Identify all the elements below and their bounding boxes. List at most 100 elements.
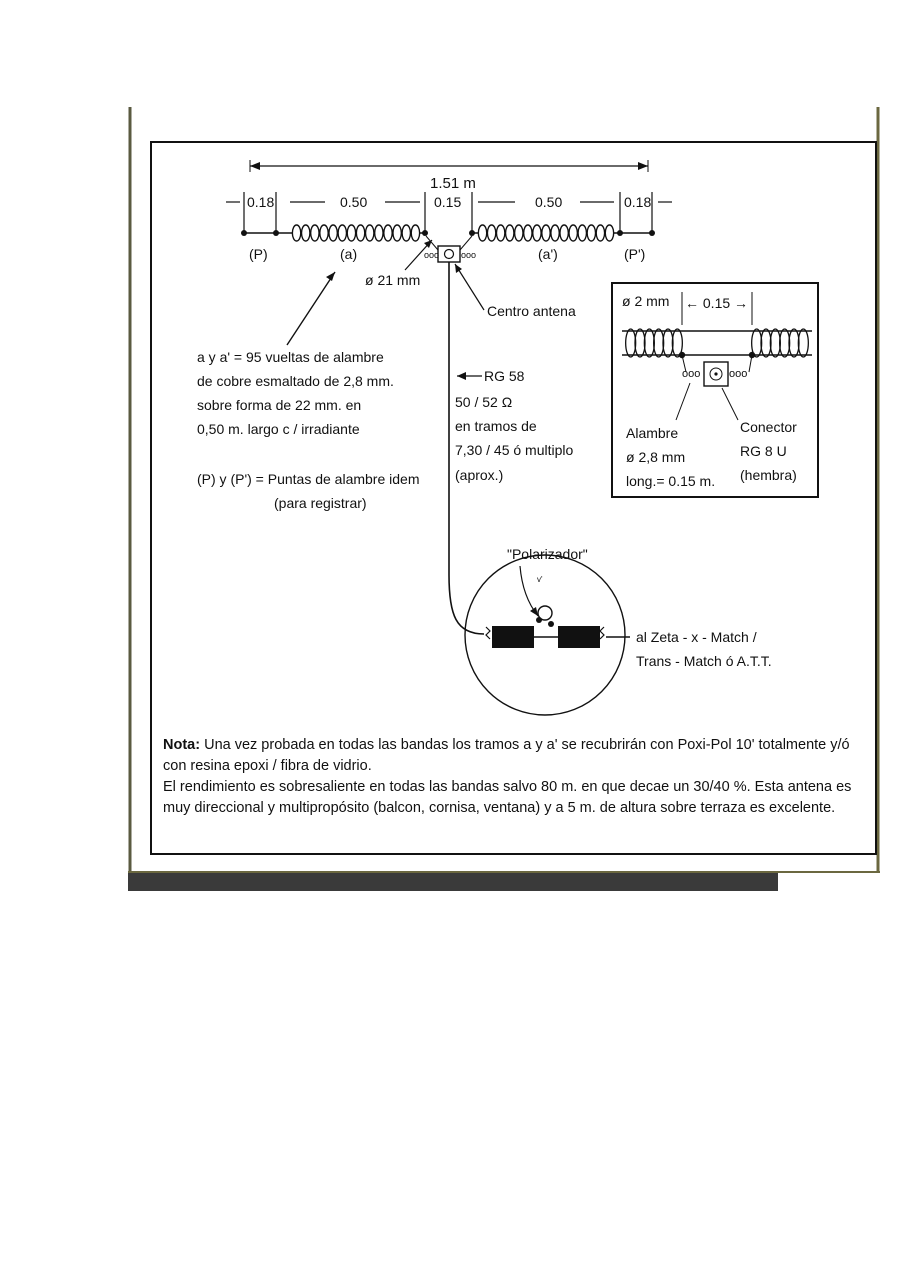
coil-turn bbox=[643, 328, 655, 358]
note-paragraph-1: Nota: Una vez probada en todas las banda… bbox=[163, 735, 868, 777]
desc-line-6: (para registrar) bbox=[274, 495, 367, 511]
coil-turn bbox=[300, 224, 311, 242]
coil-turn bbox=[541, 224, 551, 242]
inset-coil-left bbox=[625, 328, 683, 358]
label-diameter: ø 21 mm bbox=[365, 272, 420, 288]
desc-line-1: a y a' = 95 vueltas de alambre bbox=[197, 349, 384, 365]
coil-turn bbox=[625, 328, 637, 358]
coil-turn bbox=[291, 224, 302, 242]
polarizer-circle bbox=[464, 554, 626, 716]
coil-turn bbox=[769, 328, 781, 358]
coil-turn bbox=[532, 224, 542, 242]
inset-notes: Alambre ø 2,8 mm long.= 0.15 m. Conector… bbox=[626, 419, 797, 489]
label-p: (P) bbox=[249, 246, 268, 262]
coil-turn bbox=[779, 328, 791, 358]
coil-turn bbox=[513, 224, 524, 242]
coil-turn bbox=[522, 224, 533, 242]
coil-turn bbox=[662, 328, 674, 358]
coil-turn bbox=[653, 328, 665, 358]
coil-turn bbox=[410, 224, 421, 242]
coil-turn bbox=[751, 328, 763, 358]
coil-turn bbox=[760, 328, 772, 358]
coax-line-3: en tramos de bbox=[455, 418, 537, 434]
desc-line-4: 0,50 m. largo c / irradiante bbox=[197, 421, 360, 437]
dim-tip-right: 0.18 bbox=[624, 194, 651, 210]
coil-turn bbox=[401, 224, 412, 242]
inset-small-coil-left: ooo bbox=[682, 368, 700, 380]
coil-left bbox=[291, 224, 421, 242]
center-coil-left: ooo bbox=[424, 250, 439, 260]
inset-conn-3: (hembra) bbox=[740, 467, 797, 483]
coax-cable bbox=[448, 262, 485, 635]
coil-turn bbox=[797, 328, 809, 358]
inset-conn-1: Conector bbox=[740, 419, 797, 435]
coil-turn bbox=[671, 328, 683, 358]
center-coil-right: ooo bbox=[461, 250, 476, 260]
coax-line-5: (aprox.) bbox=[455, 467, 503, 483]
coil-turn bbox=[577, 224, 588, 242]
coil-turn bbox=[604, 224, 615, 242]
inset-connector bbox=[703, 361, 729, 387]
coil-turn bbox=[495, 224, 506, 242]
note-line-1: Una vez probada en todas las bandas los … bbox=[163, 737, 850, 774]
note-line-2: El rendimiento es sobresaliente en todas… bbox=[163, 779, 852, 816]
polarizer-label: "Polarizador" bbox=[507, 546, 588, 562]
inset-wire-2: ø 2,8 mm bbox=[626, 449, 685, 465]
bottom-bar bbox=[128, 873, 778, 891]
coil-turn bbox=[486, 224, 497, 242]
label-a: (a) bbox=[340, 246, 357, 262]
coil-turn bbox=[504, 224, 515, 242]
dim-center: 0.15 bbox=[434, 194, 461, 210]
coil-turn bbox=[328, 224, 339, 242]
desc-line-2: de cobre esmaltado de 2,8 mm. bbox=[197, 373, 394, 389]
inset-wire-3: long.= 0.15 m. bbox=[626, 473, 715, 489]
coax-notes: RG 58 50 / 52 Ω en tramos de 7,30 / 45 ó… bbox=[455, 368, 574, 483]
inset-conn-2: RG 8 U bbox=[740, 443, 787, 459]
desc-line-3: sobre forma de 22 mm. en bbox=[197, 397, 361, 413]
polarizer-output-2: Trans - Match ó A.T.T. bbox=[636, 653, 772, 669]
center-connector bbox=[437, 245, 461, 263]
inset-diameter: ø 2 mm bbox=[622, 293, 669, 309]
coil-turn bbox=[319, 224, 329, 242]
coax-impedance: 50 / 52 Ω bbox=[455, 394, 512, 410]
coil-turn bbox=[634, 328, 646, 358]
inset-detail bbox=[611, 282, 819, 498]
coax-type: RG 58 bbox=[484, 368, 525, 384]
dim-tip-left: 0.18 bbox=[247, 194, 274, 210]
coil-turn bbox=[383, 224, 393, 242]
coil-turn bbox=[392, 224, 403, 242]
polarizer-output-1: al Zeta - x - Match / bbox=[636, 629, 757, 645]
coil-turn bbox=[355, 224, 366, 242]
coil-turn bbox=[309, 224, 320, 242]
total-length: 1.51 m bbox=[430, 175, 476, 192]
center-pointer bbox=[454, 263, 485, 311]
coil-turn bbox=[337, 224, 348, 242]
coil-description: a y a' = 95 vueltas de alambre de cobre … bbox=[197, 349, 419, 511]
label-p-prime: (P') bbox=[624, 246, 645, 262]
coil-pointer bbox=[286, 271, 336, 346]
coax-line-4: 7,30 / 45 ó multiplo bbox=[455, 442, 574, 458]
coil-turn bbox=[788, 328, 800, 358]
drawing-border bbox=[150, 141, 877, 855]
coax-block-left bbox=[492, 626, 534, 648]
coil-turn bbox=[477, 224, 488, 242]
coil-turn bbox=[595, 224, 606, 242]
coil-turn bbox=[550, 224, 560, 242]
note-title: Nota: bbox=[163, 737, 201, 753]
label-center-antenna: Centro antena bbox=[487, 303, 576, 319]
coax-block-right bbox=[558, 626, 600, 648]
dim-coil-left: 0.50 bbox=[340, 194, 367, 210]
coil-turn bbox=[568, 224, 579, 242]
note-block: Nota: Una vez probada en todas las banda… bbox=[163, 735, 868, 819]
dim-coil-right: 0.50 bbox=[535, 194, 562, 210]
inset-small-coil-right: ooo bbox=[729, 368, 747, 380]
inset-coil-right bbox=[751, 328, 809, 358]
coil-turn bbox=[364, 224, 375, 242]
coil-turn bbox=[346, 224, 357, 242]
polarizer-mark: v' bbox=[537, 575, 543, 584]
desc-line-5: (P) y (P') = Puntas de alambre idem bbox=[197, 471, 419, 487]
coil-turn bbox=[559, 224, 570, 242]
label-a-prime: (a') bbox=[538, 246, 558, 262]
segment-ticks bbox=[226, 192, 672, 232]
